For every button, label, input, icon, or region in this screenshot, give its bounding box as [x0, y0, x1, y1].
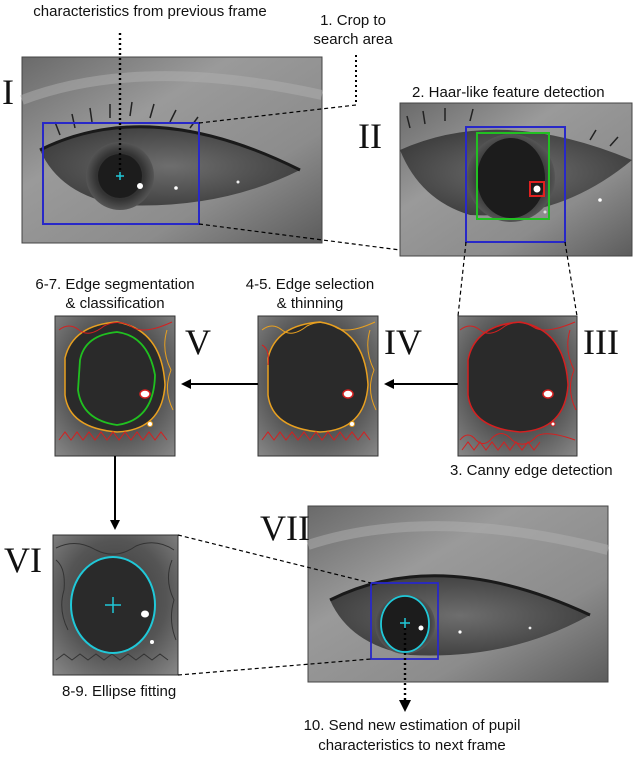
panel-VI-ellipse-image — [52, 534, 179, 676]
panel-II-haar-box — [476, 132, 550, 220]
caption-send-line2: characteristics to next frame — [318, 737, 506, 754]
zoom-line-II-III-right — [564, 241, 578, 317]
panel-VII-eye-image — [306, 505, 610, 683]
caption-crop-line2: search area — [313, 31, 393, 48]
caption-haar: 2. Haar-like feature detection — [412, 84, 605, 101]
panel-label-I: I — [2, 72, 14, 112]
panel-label-II: II — [358, 116, 382, 156]
panel-II-eye-image — [399, 102, 633, 257]
panel-label-VII: VII — [260, 508, 310, 548]
panel-V-segmentation-image — [54, 315, 176, 457]
zoom-line-II-III-left — [457, 241, 467, 317]
next-frame-arrowhead — [399, 700, 411, 712]
panel-label-III: III — [583, 322, 619, 362]
panel-VII-glint — [418, 625, 424, 631]
caption-segmentation-line1: 6-7. Edge segmentation — [35, 276, 195, 293]
caption-segmentation-line2: & classification — [65, 295, 165, 312]
panel-VII-center-marker — [400, 618, 410, 628]
zoom-line-VI-VII-top — [177, 534, 372, 584]
caption-crop-line1: 1. Crop to — [320, 12, 386, 29]
panel-I-center-marker — [116, 172, 124, 180]
panel-I-eye-image — [20, 56, 324, 244]
zoom-line-I-II-bottom — [198, 223, 401, 251]
panel-label-VI: VI — [4, 540, 42, 580]
caption-send-line1: 10. Send new estimation of pupil — [303, 717, 521, 734]
panel-IV-selection-image — [257, 315, 379, 457]
caption-ellipse-fitting: 8-9. Ellipse fitting — [62, 683, 177, 700]
zoom-line-I-II-top — [198, 104, 357, 124]
panel-II-glint-box — [529, 181, 545, 197]
caption-canny: 3. Canny edge detection — [450, 462, 613, 479]
caption-previous-frame: characteristics from previous frame — [33, 3, 267, 20]
panel-label-IV: IV — [384, 322, 422, 362]
panel-III-canny-image — [457, 315, 578, 457]
zoom-line-VI-VII-bottom — [177, 658, 372, 676]
panel-II-search-box — [465, 126, 566, 243]
caption-selection-line1: 4-5. Edge selection — [245, 276, 375, 293]
caption-selection-line2: & thinning — [276, 295, 344, 312]
panel-label-V: V — [185, 322, 211, 362]
